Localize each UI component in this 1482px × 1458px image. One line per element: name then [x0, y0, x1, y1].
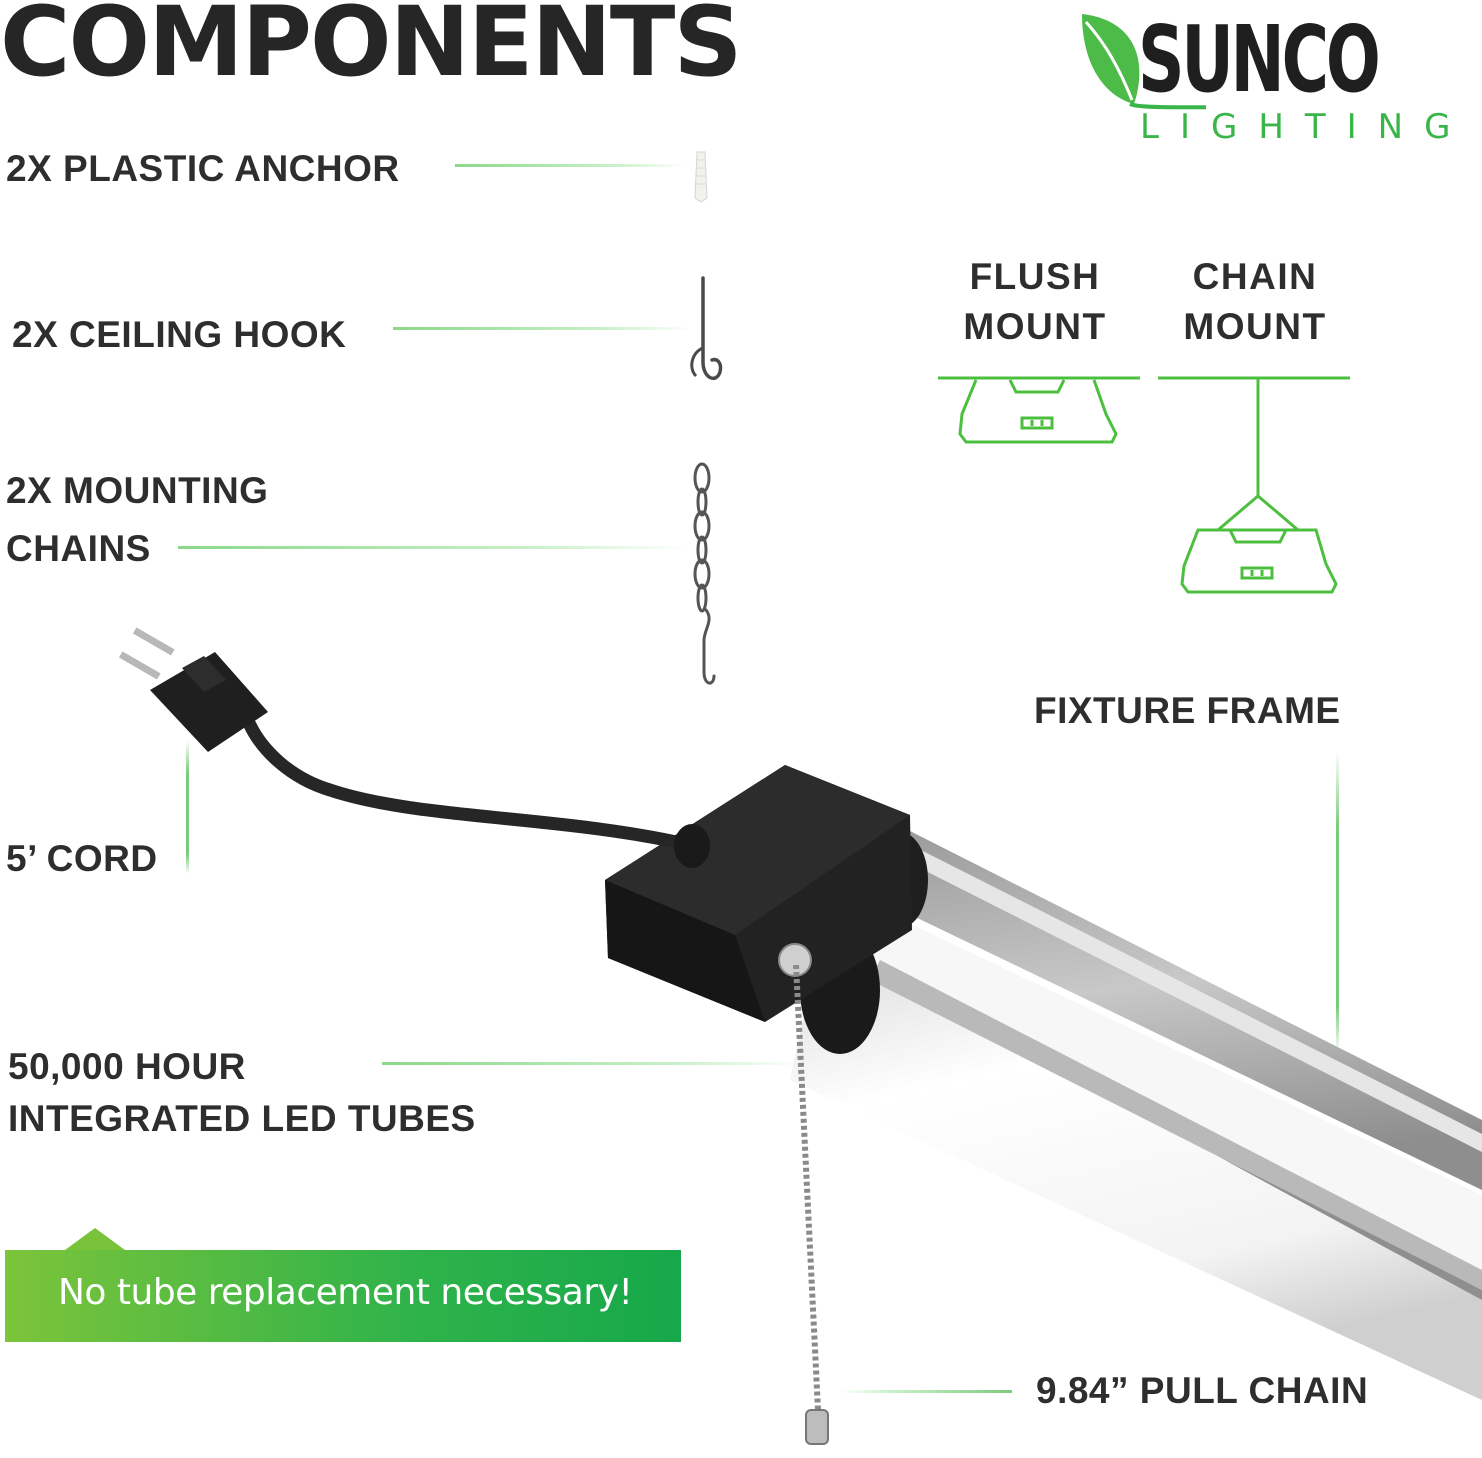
label-led-tubes-1: 50,000 HOUR [8, 1046, 246, 1087]
label-cord: 5’ CORD [6, 838, 158, 879]
chain-mount-icon [1158, 376, 1350, 594]
banner-notch [65, 1228, 125, 1250]
leader-line-chains [178, 546, 688, 549]
flush-mount-label-1: FLUSH [969, 256, 1101, 297]
flush-mount-label-2: MOUNT [963, 306, 1107, 347]
page-title: COMPONENTS [0, 0, 742, 98]
leader-line-frame [1336, 752, 1339, 1052]
leader-line-cord [186, 740, 189, 874]
highlight-banner [5, 1250, 681, 1342]
pull-chain-icon [778, 943, 829, 1445]
label-fixture-frame: FIXTURE FRAME [1034, 690, 1341, 731]
leaf-icon [1082, 14, 1206, 110]
brand-logo [1070, 0, 1350, 160]
leader-line-anchor [455, 164, 685, 167]
mount-diagrams [938, 376, 1350, 594]
plug-icon [118, 627, 268, 752]
logo-subtitle: LIGHTING [1140, 107, 1472, 147]
mounting-chain-icon [693, 462, 716, 685]
label-mounting-chains-2: CHAINS [6, 528, 151, 569]
plastic-anchor-icon [694, 151, 708, 203]
leader-line-hook [393, 327, 693, 330]
label-pull-chain: 9.84” PULL CHAIN [1036, 1370, 1369, 1411]
ceiling-hook-icon [690, 276, 723, 381]
chain-mount-label-1: CHAIN [1192, 256, 1318, 297]
leader-line-tubes [382, 1062, 802, 1065]
label-ceiling-hook: 2X CEILING HOOK [12, 314, 347, 355]
label-led-tubes-2: INTEGRATED LED TUBES [8, 1098, 476, 1139]
chain-mount-label-2: MOUNT [1183, 306, 1327, 347]
leader-line-pull-chain [840, 1390, 1012, 1393]
banner-text: No tube replacement necessary! [58, 1272, 633, 1313]
flush-mount-icon [938, 376, 1140, 444]
label-mounting-chains-1: 2X MOUNTING [6, 470, 269, 511]
label-plastic-anchor: 2X PLASTIC ANCHOR [6, 148, 400, 189]
logo-wordmark: SUNCO [1138, 6, 1381, 113]
